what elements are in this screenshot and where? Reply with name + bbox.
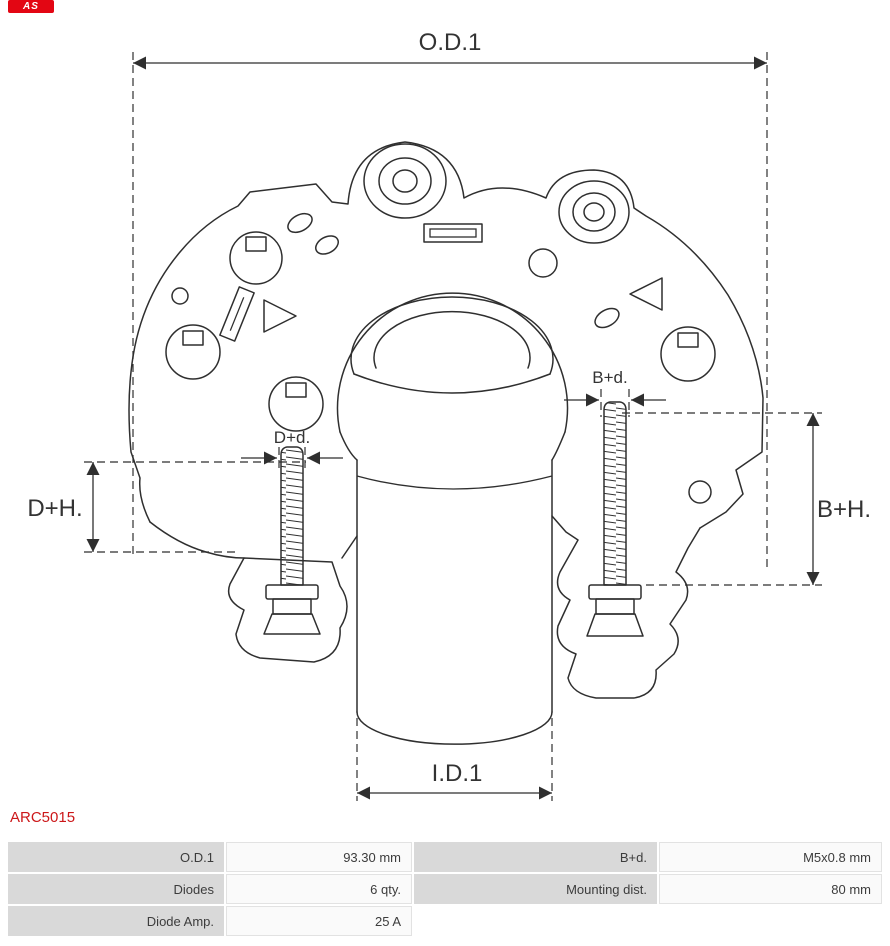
rivet [287, 212, 313, 234]
dimension-bh: B+H. [622, 412, 871, 586]
diode-hole [268, 376, 324, 432]
spec-label-empty [414, 906, 657, 936]
spec-label-diode-amp: Diode Amp. [8, 906, 224, 936]
brand-logo-text: AS [23, 1, 39, 12]
diode-hole [660, 326, 716, 382]
dimension-od1: O.D.1 [132, 29, 768, 568]
terminal-tab [677, 332, 699, 348]
arrow-mark-right [629, 277, 663, 311]
spec-table: O.D.1 93.30 mm B+d. M5x0.8 mm Diodes 6 q… [8, 842, 882, 936]
left-stud-assembly [227, 446, 358, 663]
small-hole [171, 287, 189, 305]
dimension-dh: D+H. [27, 461, 306, 553]
center-boss-and-tube [336, 292, 569, 745]
terminal-tab [245, 236, 267, 252]
diode-hole [229, 231, 283, 285]
arrow-mark-left [263, 299, 297, 333]
od1-label: O.D.1 [419, 29, 482, 56]
bd-label: B+d. [592, 368, 627, 387]
terminal-tab [285, 382, 307, 398]
mounting-ear-right [558, 180, 630, 244]
spec-value-bd: M5x0.8 mm [659, 842, 882, 872]
brand-logo: AS [8, 0, 54, 13]
spec-label-bd: B+d. [414, 842, 657, 872]
rectifier-technical-drawing: O.D.1 I.D.1 D+H. B+H. D+d. B+d. [27, 29, 871, 801]
plate-outline [128, 141, 764, 559]
dimension-id1: I.D.1 [356, 718, 553, 801]
dimension-dd: D+d. [241, 428, 343, 473]
plate-features [165, 212, 716, 504]
dimension-bd: B+d. [564, 368, 666, 417]
bh-label: B+H. [817, 496, 871, 523]
dd-label: D+d. [274, 428, 310, 447]
spec-label-mounting-dist: Mounting dist. [414, 874, 657, 904]
spec-label-diodes: Diodes [8, 874, 224, 904]
mounting-ear-top [363, 143, 447, 219]
spec-value-diode-amp: 25 A [226, 906, 412, 936]
small-hole [688, 480, 712, 504]
spec-value-empty [659, 906, 882, 936]
spec-value-diodes: 6 qty. [226, 874, 412, 904]
id1-label: I.D.1 [432, 760, 483, 787]
small-hole [528, 248, 558, 278]
slot [219, 286, 255, 342]
rectifier-drawing-svg: O.D.1 I.D.1 D+H. B+H. D+d. B+d. [27, 29, 871, 801]
rivet [315, 235, 339, 255]
right-stud-assembly [551, 401, 701, 699]
dh-label: D+H. [27, 495, 82, 522]
slot [423, 223, 483, 243]
part-number: ARC5015 [10, 809, 76, 826]
spec-value-mounting-dist: 80 mm [659, 874, 882, 904]
spec-label-od1: O.D.1 [8, 842, 224, 872]
terminal-tab [182, 330, 204, 346]
rivet [594, 307, 620, 329]
diode-hole [165, 324, 221, 380]
spec-value-od1: 93.30 mm [226, 842, 412, 872]
